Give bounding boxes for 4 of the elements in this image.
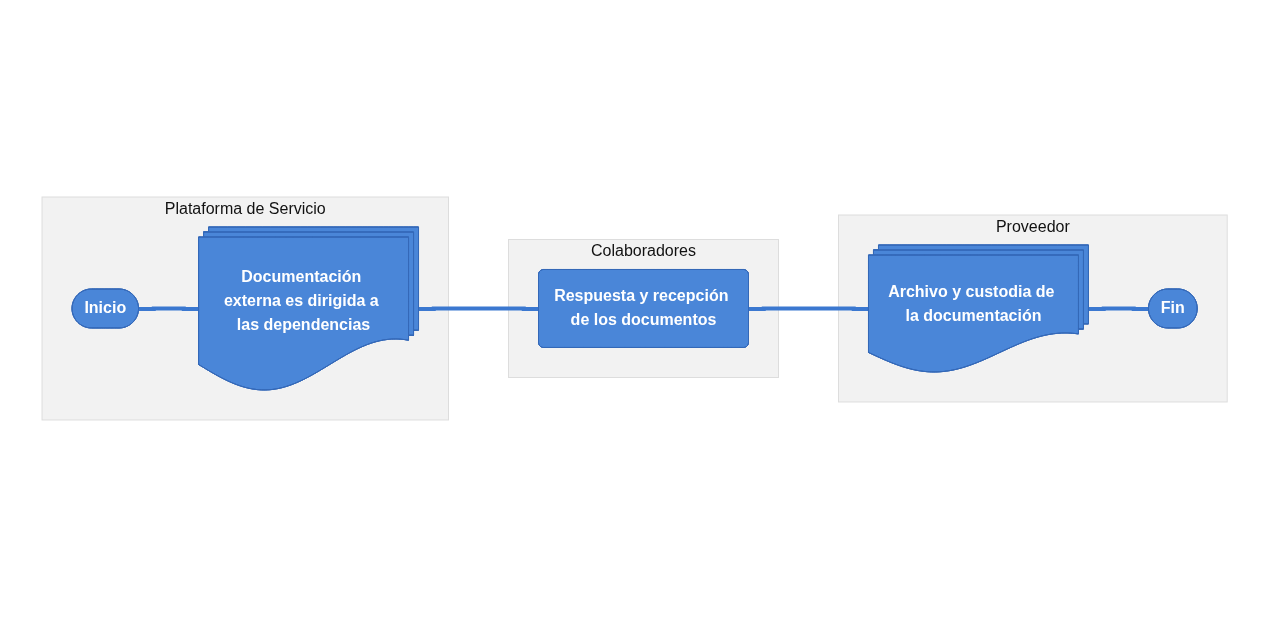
connector [139, 306, 200, 311]
connector [419, 306, 540, 311]
connector [749, 306, 870, 311]
connector [1089, 306, 1150, 311]
